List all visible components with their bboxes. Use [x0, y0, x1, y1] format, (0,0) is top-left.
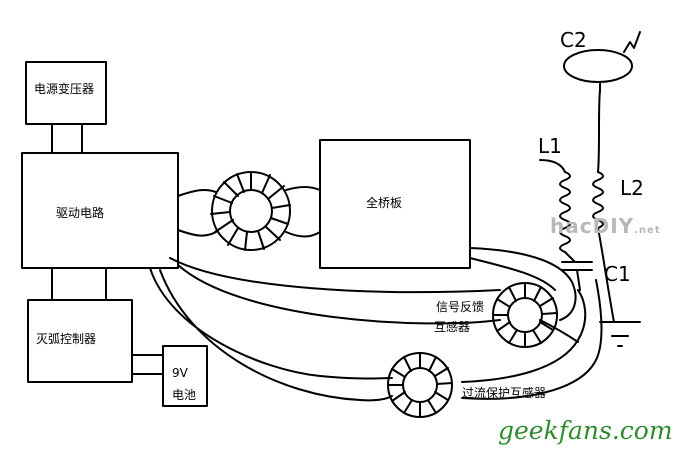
l2-label: L2	[620, 176, 644, 200]
geekfans-watermark: geekfans.com	[498, 416, 673, 445]
spark-icon	[623, 31, 641, 53]
l1-label: L1	[538, 134, 562, 158]
power-transformer-label: 电源变压器	[34, 82, 95, 96]
feedback-ct-toroid	[492, 282, 558, 348]
ground-symbol	[599, 321, 641, 347]
overcurrent-ct-toroid	[387, 352, 453, 418]
hacdiy-suffix: .net	[634, 225, 661, 236]
bridge-output-wires	[149, 247, 603, 402]
battery-voltage-label: 9V	[172, 366, 188, 380]
arc-controller-box	[27, 299, 133, 383]
driver-to-controller-wires	[51, 267, 107, 301]
battery-name-label: 电池	[172, 388, 197, 402]
feedback-ct-label-line1: 信号反馈	[436, 300, 485, 314]
battery-box	[162, 345, 208, 407]
c1-capacitor	[561, 261, 593, 291]
c2-label: C2	[560, 28, 587, 52]
c2-top-load	[563, 31, 641, 93]
transformer-to-driver-wires	[51, 123, 83, 154]
l2-secondary-coil	[592, 89, 615, 323]
power-transformer-box	[25, 61, 107, 125]
c1-label: C1	[604, 262, 631, 286]
driver-circuit-label: 驱动电路	[56, 206, 105, 220]
overcurrent-ct-label: 过流保护互感器	[462, 386, 547, 400]
gate-drive-toroid	[210, 171, 291, 251]
full-bridge-label: 全桥板	[366, 196, 403, 210]
l1-primary-coil	[539, 159, 576, 263]
feedback-ct-label-line2: 互感器	[434, 320, 471, 334]
hacdiy-watermark: hacDIY.net	[550, 214, 661, 238]
hacdiy-text: hacDIY	[550, 214, 635, 238]
controller-to-battery-wires	[131, 354, 164, 375]
gate-drive-wires	[177, 186, 321, 238]
driver-circuit-box	[21, 152, 179, 269]
arc-controller-label: 灭弧控制器	[36, 332, 97, 346]
full-bridge-box	[319, 139, 471, 269]
